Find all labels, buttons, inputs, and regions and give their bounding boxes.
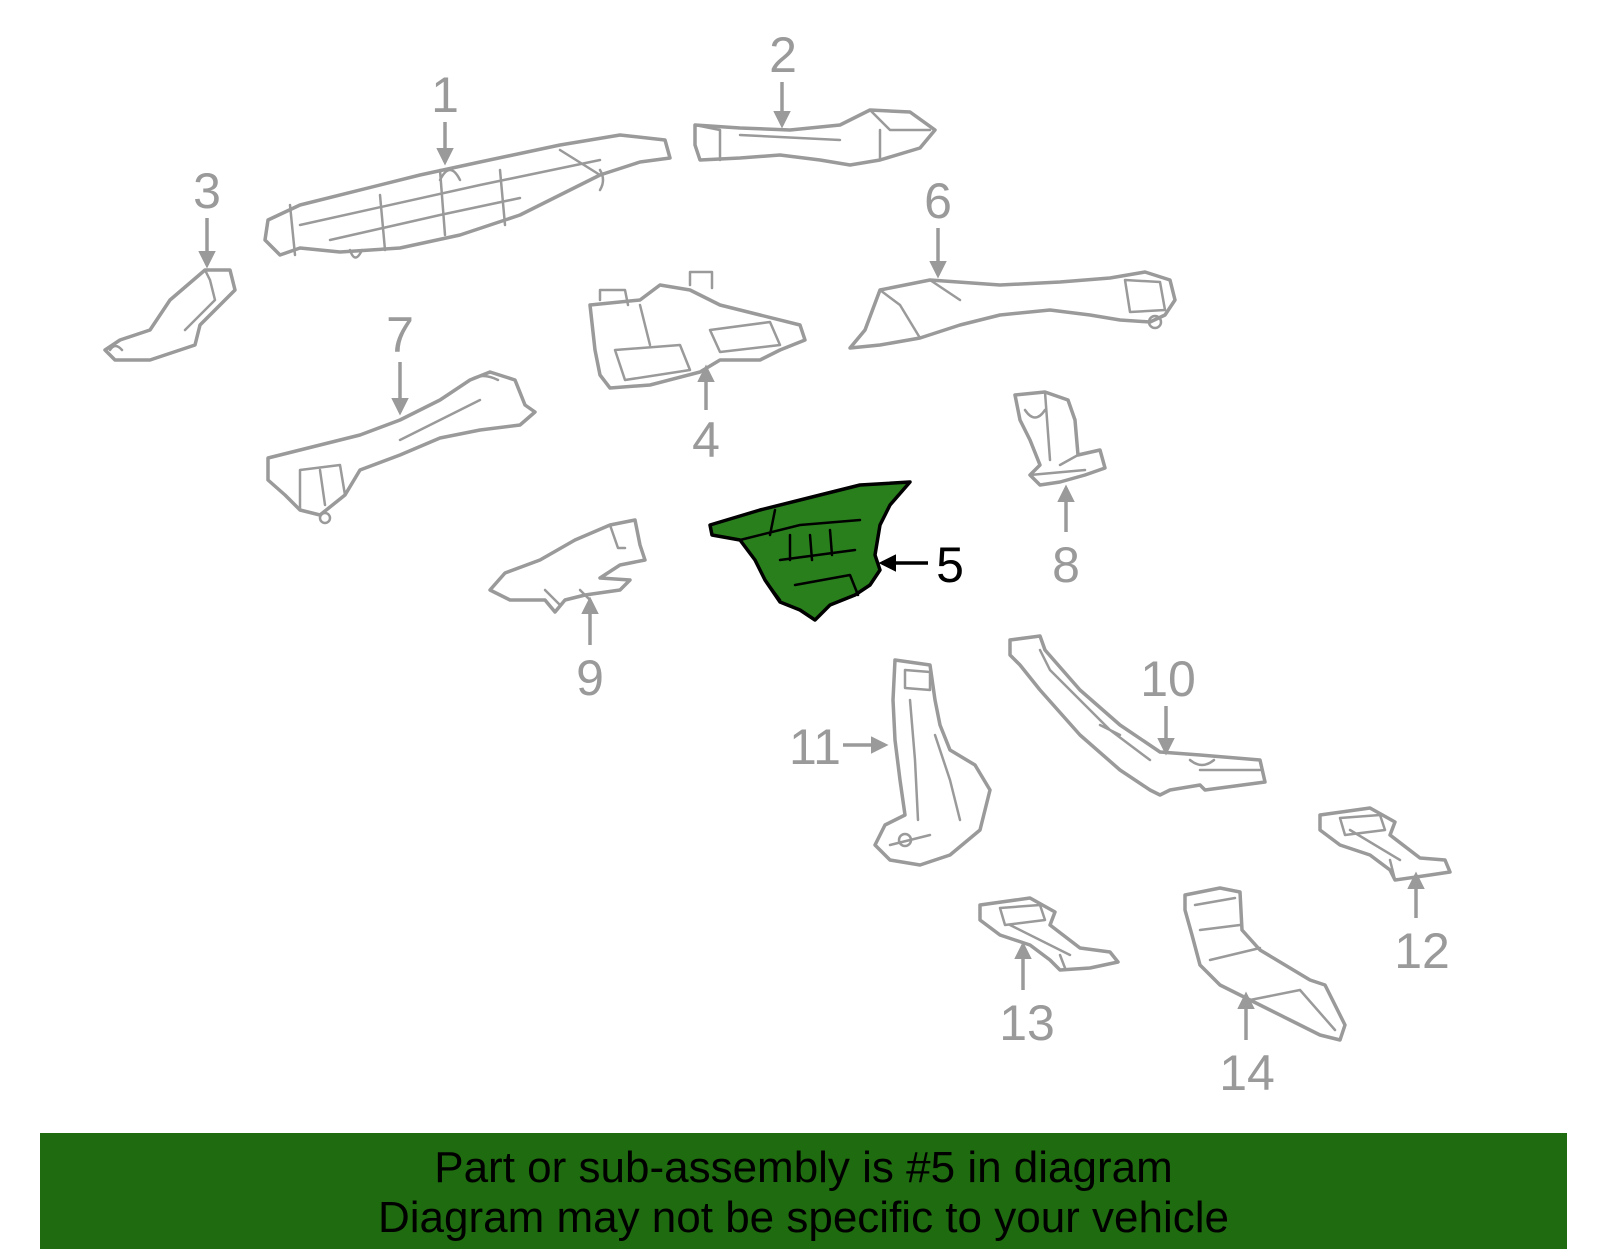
- callout-1: 1: [431, 67, 459, 123]
- part-7-duct: [266, 370, 537, 525]
- part-11-duct: [873, 658, 992, 867]
- callout-8: 8: [1052, 537, 1080, 593]
- part-2-duct: [693, 108, 937, 167]
- part-10-duct: [1008, 634, 1267, 797]
- callout-4: 4: [692, 412, 720, 468]
- part-3-duct: [103, 268, 237, 362]
- callout-2: 2: [769, 27, 797, 83]
- part-13-duct: [978, 896, 1120, 972]
- callout-3: 3: [193, 163, 221, 219]
- callout-10: 10: [1140, 651, 1196, 707]
- callout-5: 5: [936, 537, 964, 593]
- part-9-duct: [488, 518, 647, 614]
- part-6-duct: [848, 270, 1177, 350]
- callout-14: 14: [1219, 1045, 1275, 1101]
- part-4-duct: [588, 270, 807, 390]
- callout-12: 12: [1394, 923, 1450, 979]
- callout-11: 11: [789, 719, 841, 775]
- part-14-duct: [1183, 886, 1347, 1042]
- callout-arrows: [198, 82, 1425, 1040]
- info-banner: Part or sub-assembly is #5 in diagram Di…: [40, 1133, 1567, 1249]
- callout-13: 13: [999, 995, 1055, 1051]
- callout-7: 7: [386, 307, 414, 363]
- part-1-duct: [263, 133, 672, 259]
- banner-line-1: Part or sub-assembly is #5 in diagram: [434, 1143, 1173, 1192]
- part-12-duct: [1318, 806, 1452, 882]
- part-8-bracket: [1013, 390, 1107, 487]
- callout-9: 9: [576, 650, 604, 706]
- part-5-highlighted-duct: [708, 480, 912, 622]
- banner-line-2: Diagram may not be specific to your vehi…: [377, 1193, 1230, 1242]
- callout-6: 6: [924, 173, 952, 229]
